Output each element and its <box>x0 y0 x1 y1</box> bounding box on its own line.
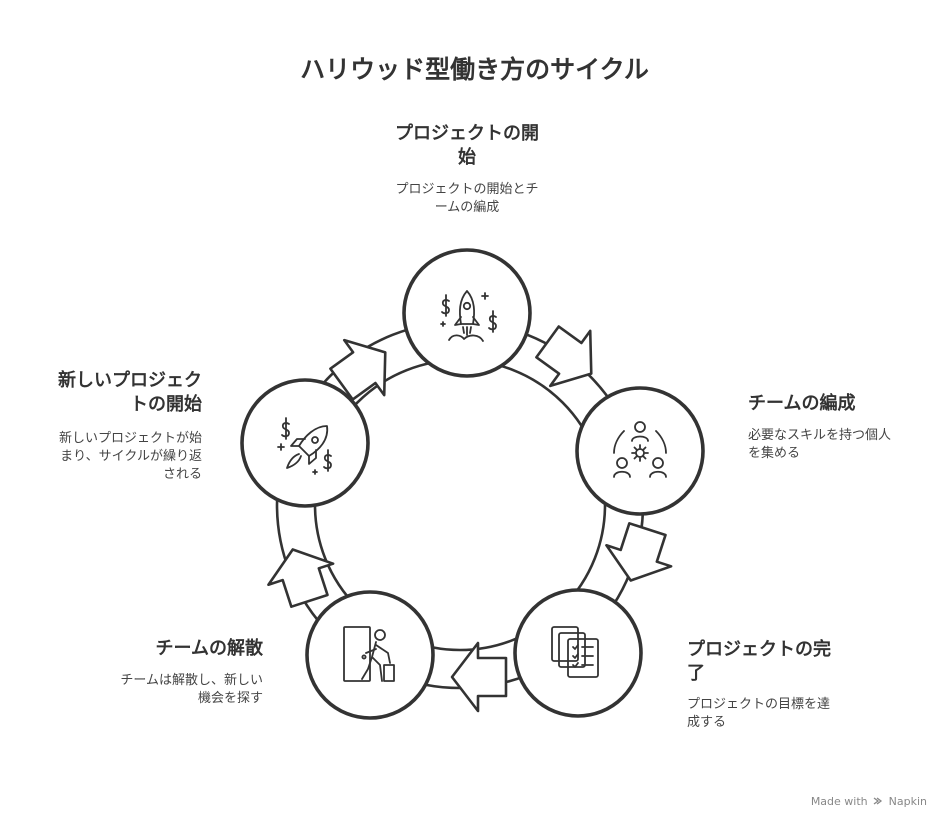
node-team-disband <box>305 590 435 720</box>
step-new-desc-line1: 新しいプロジェクトが始 <box>58 431 202 446</box>
step-disband-heading-line1: チームの解散 <box>155 638 263 659</box>
step-new-description: 新しいプロジェクトが始 まり、サイクルが繰り返 される <box>10 430 202 484</box>
cycle-arrow-4 <box>267 548 335 608</box>
team-gear-icon <box>613 421 667 478</box>
cycle-arrow-5 <box>329 338 387 401</box>
made-with-label: Made with <box>810 795 868 808</box>
page-title: ハリウッド型働き方のサイクル <box>300 55 649 84</box>
cycle-arrow-1 <box>535 325 593 388</box>
step-disband-heading: チームの解散 <box>63 637 263 661</box>
napkin-brand-label: Napkin <box>888 795 927 808</box>
napkin-attribution[interactable]: Made with Napkin <box>811 795 927 808</box>
step-new-heading: 新しいプロジェク トの開始 <box>10 369 202 417</box>
step-complete-description: プロジェクトの目標を達 成する <box>687 696 887 732</box>
step-complete-heading-line1: プロジェクトの完 <box>687 639 831 660</box>
step-start-heading: プロジェクトの開 始 <box>367 122 567 170</box>
node-new-project <box>240 378 370 508</box>
person-leaving-door-icon <box>343 626 395 682</box>
napkin-logo-icon <box>873 797 883 805</box>
step-start-description: プロジェクトの開始とチ ームの編成 <box>347 181 587 217</box>
cycle-arrow-3 <box>450 641 508 713</box>
step-start-heading-line2: 始 <box>458 147 476 168</box>
step-complete-heading: プロジェクトの完 了 <box>687 638 887 686</box>
step-complete-desc-line2: 成する <box>687 715 727 730</box>
rocket-money-icon <box>440 290 497 342</box>
rocket-launch-icon <box>277 417 332 475</box>
step-team-heading-line1: チームの編成 <box>748 393 856 414</box>
step-disband-desc-line1: チームは解散し、新しい <box>120 673 263 688</box>
step-team-desc-line2: を集める <box>748 446 801 461</box>
cycle-arrow-2 <box>605 522 673 582</box>
step-team-desc-line1: 必要なスキルを持つ個人 <box>748 428 892 443</box>
node-team-formation <box>575 386 705 516</box>
step-new-desc-line2: まり、サイクルが繰り返 <box>60 449 202 464</box>
step-new-heading-line1: 新しいプロジェク <box>58 370 202 391</box>
step-complete-desc-line1: プロジェクトの目標を達 <box>687 697 831 712</box>
step-start-desc-line1: プロジェクトの開始とチ <box>395 182 539 197</box>
step-team-description: 必要なスキルを持つ個人 を集める <box>748 427 938 463</box>
step-new-desc-line3: される <box>162 467 202 482</box>
node-project-start <box>402 248 532 378</box>
step-disband-description: チームは解散し、新しい 機会を探す <box>63 672 263 708</box>
step-disband-desc-line2: 機会を探す <box>197 691 263 706</box>
node-project-complete <box>513 588 643 718</box>
step-complete-heading-line2: 了 <box>687 663 705 684</box>
checklist-icon <box>551 626 599 678</box>
step-start-desc-line2: ームの編成 <box>434 200 500 215</box>
step-team-heading: チームの編成 <box>748 392 938 416</box>
step-new-heading-line2: トの開始 <box>130 394 202 415</box>
step-start-heading-line1: プロジェクトの開 <box>395 123 539 144</box>
